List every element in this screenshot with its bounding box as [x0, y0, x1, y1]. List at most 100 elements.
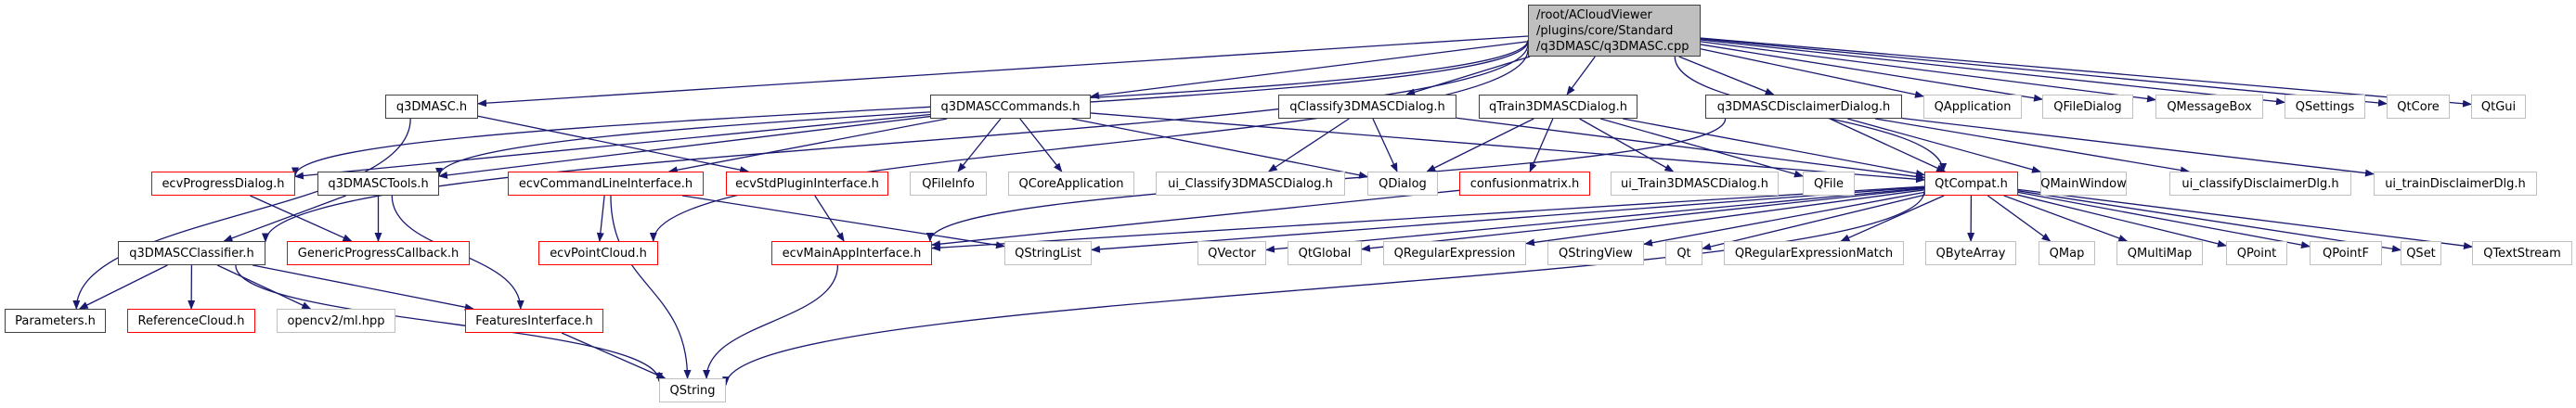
- edge-qtcompat_h-to-qmultimap: [2003, 195, 2129, 242]
- edge-main-to-classify_dlg_h: [1405, 56, 1531, 96]
- node-label: q3DMASCDisclaimerDialog.h: [1716, 99, 1891, 114]
- node-ecvmainappinterface-h[interactable]: ecvMainAppInterface.h: [771, 241, 932, 265]
- node-label: QRegularExpression: [1393, 246, 1516, 261]
- edge-main-to-qapplication: [1700, 48, 1924, 98]
- node-ecvpointcloud-h[interactable]: ecvPointCloud.h: [538, 241, 658, 265]
- node-qpoint: QPoint: [2226, 241, 2287, 265]
- edge-qtcompat_h-to-qstring: [722, 191, 1925, 387]
- node-qbytearray: QByteArray: [1925, 241, 2016, 265]
- node-label: QPointF: [2323, 246, 2369, 261]
- edge-commands_h-to-progress_dlg_h: [294, 113, 931, 180]
- node-label: QtGlobal: [1298, 246, 1352, 261]
- node-label: QStringView: [1559, 246, 1633, 261]
- node-label: QMessageBox: [2167, 99, 2252, 114]
- edge-disclaimer_h-to-ui_classify_disc_h: [1874, 118, 2190, 174]
- node-label: QMainWindow: [2040, 176, 2127, 191]
- node-q3dmascdisclaimerdialog-h[interactable]: q3DMASCDisclaimerDialog.h: [1705, 95, 1902, 119]
- main-file-path-line: /plugins/core/Standard: [1536, 23, 1674, 38]
- edge-commands_h-to-qfileinfo: [957, 118, 1002, 172]
- node-ecvprogressdialog-h[interactable]: ecvProgressDialog.h: [151, 172, 295, 196]
- main-file-node: /root/ACloudViewer/plugins/core/Standard…: [1528, 5, 1701, 57]
- edge-qtcompat_h-to-qregexp: [1525, 189, 1925, 247]
- node-qclassify3dmascdialog-h[interactable]: qClassify3DMASCDialog.h: [1278, 95, 1456, 119]
- node-label: ui_Classify3DMASCDialog.h: [1168, 176, 1333, 191]
- edge-cmdline_h-to-qstringlist: [681, 195, 1005, 249]
- node-ecvcommandlineinterface-h[interactable]: ecvCommandLineInterface.h: [508, 172, 704, 196]
- node-qregularexpression: QRegularExpression: [1383, 241, 1526, 265]
- edge-classify_dlg_h-to-qdialog: [1372, 118, 1398, 172]
- node-qmap: QMap: [2039, 241, 2095, 265]
- node-label: QSettings: [2295, 99, 2355, 114]
- node-qregularexpressionmatch: QRegularExpressionMatch: [1724, 241, 1904, 265]
- node-label: ecvPointCloud.h: [550, 246, 647, 261]
- node-label: ecvProgressDialog.h: [162, 176, 285, 191]
- node-label: QFileInfo: [922, 176, 975, 191]
- edge-main-to-commands_h: [1090, 41, 1529, 99]
- node-label: QMultiMap: [2127, 246, 2193, 261]
- node-qdialog: QDialog: [1367, 172, 1438, 196]
- node-parameters-h[interactable]: Parameters.h: [5, 309, 106, 333]
- node-label: ecvStdPluginInterface.h: [735, 176, 879, 191]
- edge-commands_h-to-qtcompat_h: [1090, 112, 1925, 184]
- main-file-path-line: /root/ACloudViewer: [1536, 7, 1652, 22]
- edge-main-to-qfiledialog: [1700, 44, 2043, 102]
- edge-commands_h-to-cmdline_h: [667, 118, 948, 174]
- node-label: QMap: [2049, 246, 2085, 261]
- node-qfiledialog: QFileDialog: [2042, 95, 2133, 119]
- edge-qtcompat_h-to-qstringview: [1643, 191, 1925, 247]
- edge-main-to-train_dlg_h: [1566, 56, 1596, 96]
- edge-tools_h-to-classifier_h: [223, 195, 346, 242]
- node-ui-classifydisclaimerdlg-h: ui_classifyDisclaimerDlg.h: [2169, 172, 2351, 196]
- edge-qtcompat_h-to-qregexpmatch: [1840, 195, 1945, 242]
- edge-qtcompat_h-to-qpoint: [2017, 194, 2227, 248]
- edge-main-to-qtcore: [1700, 38, 2388, 107]
- edge-main-to-qmessagebox: [1700, 41, 2156, 103]
- node-qstring: QString: [659, 378, 726, 402]
- edge-progress_dlg_h-to-generic_cb_h: [250, 195, 353, 242]
- node-qtcompat-h[interactable]: QtCompat.h: [1924, 172, 2018, 196]
- node-q3dmascclassifier-h[interactable]: q3DMASCClassifier.h: [118, 241, 265, 265]
- edge-classifier_h-to-opencv_ml: [216, 264, 312, 310]
- node-referencecloud-h[interactable]: ReferenceCloud.h: [127, 309, 255, 333]
- edge-features_h-to-qstring: [561, 332, 667, 379]
- node-label: QFileDialog: [2053, 99, 2122, 114]
- node-ecvstdplugininterface-h[interactable]: ecvStdPluginInterface.h: [726, 172, 888, 196]
- edge-disclaimer_h-to-qmainwindow: [1847, 118, 2041, 173]
- edge-cmdline_h-to-qstring: [610, 195, 692, 379]
- node-label: QtCompat.h: [1935, 176, 2008, 191]
- node-label: q3DMASCCommands.h: [940, 99, 1081, 114]
- edge-qtcompat_h-to-mainapp_h: [931, 185, 1925, 252]
- node-confusionmatrix-h[interactable]: confusionmatrix.h: [1459, 172, 1590, 196]
- node-label: QStringList: [1015, 246, 1081, 261]
- node-qcoreapplication: QCoreApplication: [1008, 172, 1134, 196]
- edge-qtcompat_h-to-qvector: [1265, 187, 1925, 253]
- node-qmainwindow: QMainWindow: [2040, 172, 2127, 196]
- edge-main-to-pointcloud_h: [649, 49, 1529, 242]
- node-label: QtCore: [2397, 99, 2440, 114]
- edge-qtcompat_h-to-qmap: [1987, 195, 2052, 242]
- node-genericprogresscallback-h[interactable]: GenericProgressCallback.h: [287, 241, 470, 265]
- node-label: ui_trainDisclaimerDlg.h: [2385, 176, 2526, 191]
- node-qtrain3dmascdialog-h[interactable]: qTrain3DMASCDialog.h: [1479, 95, 1638, 119]
- node-label: Parameters.h: [15, 313, 96, 328]
- node-label: QtGui: [2480, 99, 2517, 114]
- edge-train_dlg_h-to-qtcompat_h: [1623, 118, 1925, 177]
- edge-classify_dlg_h-to-qtcompat_h: [1456, 117, 1925, 181]
- edge-main-to-qtgui: [1700, 37, 2472, 108]
- node-q3dmasctools-h[interactable]: q3DMASCTools.h: [317, 172, 439, 196]
- node-label: QCoreApplication: [1018, 176, 1124, 191]
- node-featuresinterface-h[interactable]: FeaturesInterface.h: [465, 309, 603, 333]
- node-label: FeaturesInterface.h: [475, 313, 593, 328]
- node-label: QFile: [1814, 176, 1844, 191]
- edge-cmdline_h-to-pointcloud_h: [596, 195, 605, 242]
- edge-confusion_h-to-mainapp_h: [931, 189, 1460, 249]
- node-q3dmasccommands-h[interactable]: q3DMASCCommands.h: [930, 95, 1091, 119]
- node-qtglobal: QtGlobal: [1288, 241, 1362, 265]
- edge-classifier_h-to-parameters_h: [78, 264, 168, 310]
- node-ui-traindisclaimerdlg-h: ui_trainDisclaimerDlg.h: [2374, 172, 2537, 196]
- node-q3dmasc-h[interactable]: q3DMASC.h: [385, 95, 478, 119]
- edge-qtcompat_h-to-qtextstream: [2017, 188, 2473, 250]
- node-label: Qt: [1676, 246, 1691, 261]
- edge-commands_h-to-tools_h: [438, 115, 931, 179]
